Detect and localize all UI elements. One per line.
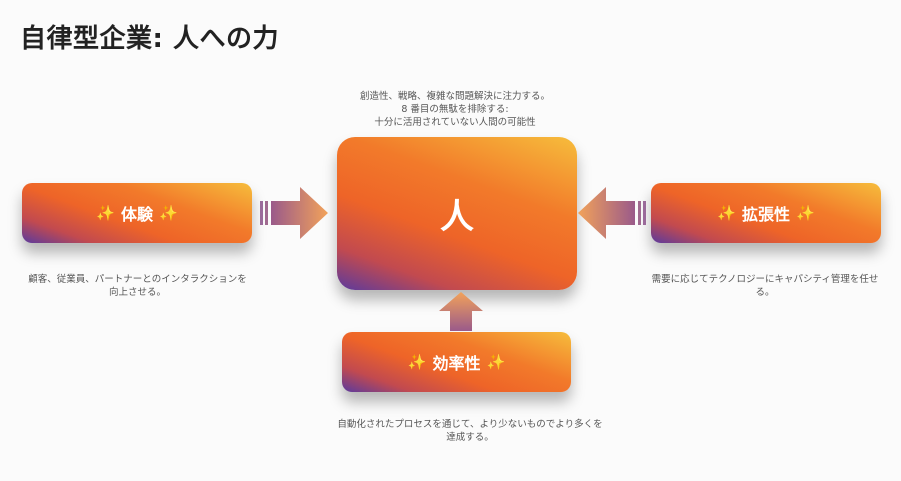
center-box-people: 人 [337, 137, 577, 290]
center-desc-line: 8 番目の無駄を排除する: [401, 104, 509, 115]
sparkle-icon: ✨ [717, 204, 736, 222]
center-label: 人 [440, 197, 474, 237]
arrow-right-icon [260, 187, 328, 239]
page-title: 自律型企業: 人への力 [20, 24, 279, 54]
sparkle-icon: ✨ [486, 353, 506, 371]
sparkle-icon: ✨ [96, 204, 115, 222]
efficiency-box: ✨ 効率性 ✨ [342, 332, 571, 392]
center-desc-line: 十分に活用されていない人間の可能性 [374, 117, 536, 128]
efficiency-description: 自動化されたプロセスを通じて、より少ないものでより多くを達成する。 [337, 419, 603, 443]
experience-label: 体験 [120, 205, 153, 224]
sparkle-icon: ✨ [159, 204, 178, 222]
center-description: 創造性、戦略、複雑な問題解決に注力する。 8 番目の無駄を排除する: 十分に活用… [330, 90, 580, 129]
center-desc-line: 創造性、戦略、複雑な問題解決に注力する。 [359, 91, 550, 102]
scalability-label: 拡張性 [741, 205, 790, 224]
scalability-description: 需要に応じてテクノロジーにキャパシティ管理を任せる。 [651, 274, 879, 298]
arrow-left-icon [578, 187, 646, 239]
sparkle-icon: ✨ [407, 353, 427, 371]
sparkle-icon: ✨ [796, 204, 815, 222]
scalability-box: ✨ 拡張性 ✨ [651, 183, 881, 243]
efficiency-label: 効率性 [432, 354, 481, 373]
experience-box: ✨ 体験 ✨ [22, 183, 252, 243]
arrow-up-icon [439, 292, 483, 331]
experience-description: 顧客、従業員、パートナーとのインタラクションを向上させる。 [28, 274, 247, 298]
